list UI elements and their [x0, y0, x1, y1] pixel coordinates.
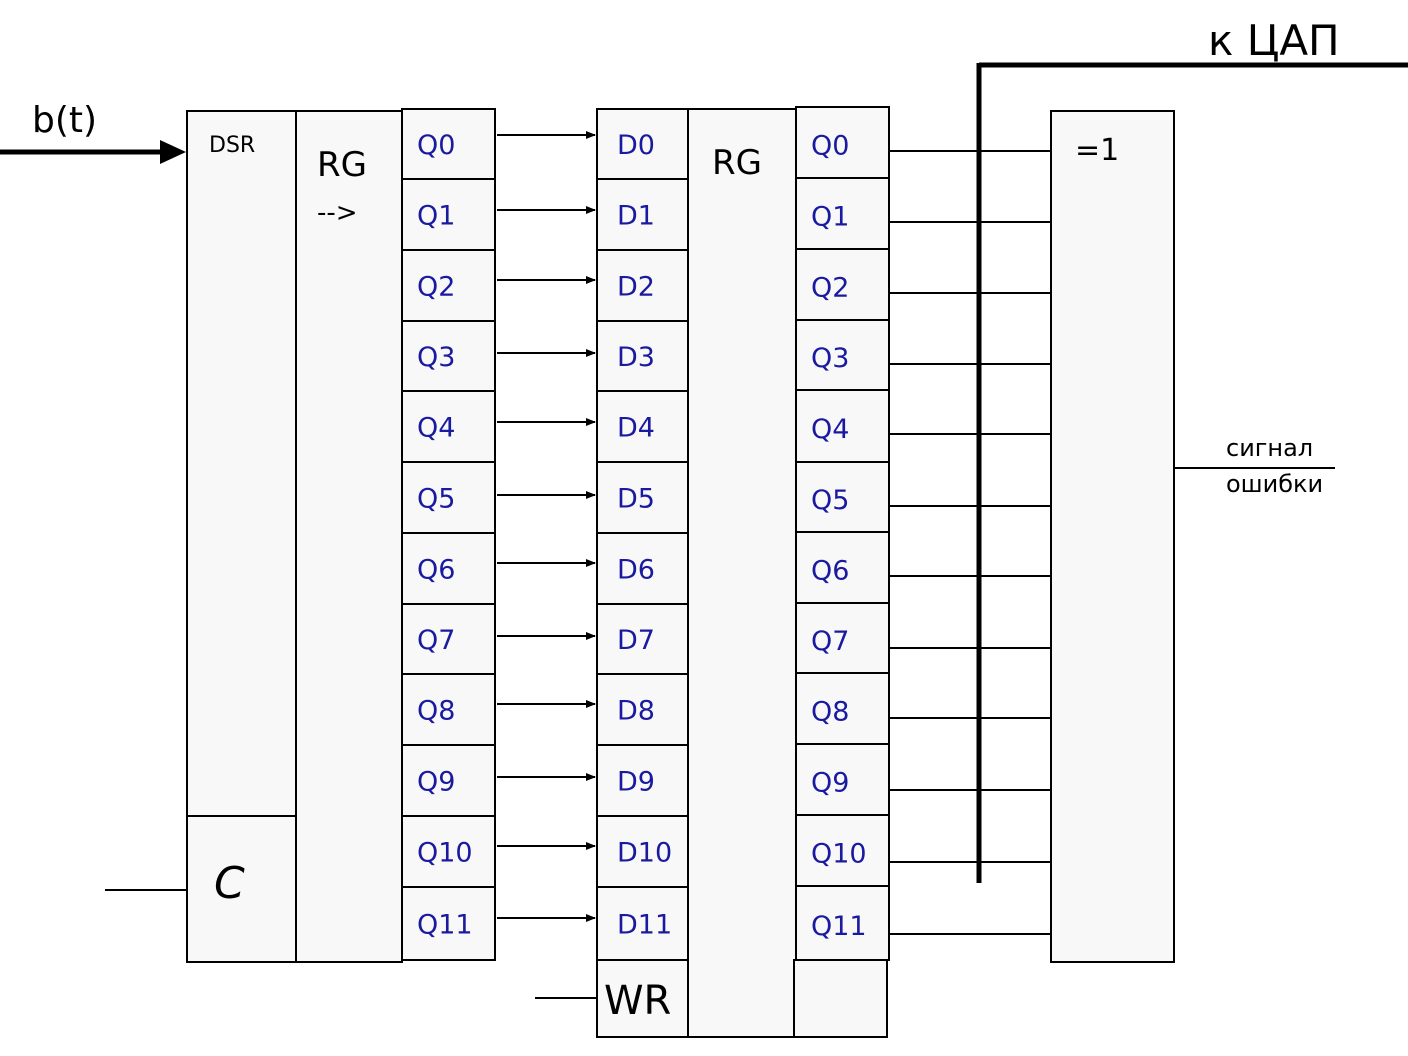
dsr-label: DSR — [209, 133, 255, 158]
sr-output-cell — [401, 532, 496, 605]
sr-output-cell — [401, 815, 496, 888]
pr-input-label: D8 — [617, 696, 655, 727]
write-section — [596, 959, 689, 1038]
sr-output-label: Q1 — [417, 201, 455, 232]
pr-input-label: D4 — [617, 413, 655, 444]
error-signal-label-line1: сигнал — [1226, 434, 1313, 462]
pr-input-label: D11 — [617, 910, 672, 941]
sr-output-label: Q6 — [417, 555, 455, 586]
pr-input-cell — [596, 178, 689, 251]
pr-output-label: Q6 — [811, 556, 849, 587]
xor-input-lines — [889, 150, 1051, 935]
pr-output-label: Q8 — [811, 697, 849, 728]
sr-output-cell — [401, 744, 496, 817]
sr-output-cell — [401, 461, 496, 534]
shift-direction-arrow: --> — [317, 198, 358, 228]
sr-output-label: Q11 — [417, 910, 473, 941]
pr-output-label: Q5 — [811, 485, 849, 516]
sr-output-cell — [401, 320, 496, 392]
pr-output-label: Q3 — [811, 343, 849, 374]
pr-output-label: Q10 — [811, 839, 867, 870]
pr-output-cell — [795, 106, 890, 179]
parallel-register-name: RG — [712, 143, 762, 183]
pr-input-label: D10 — [617, 838, 672, 869]
sr-output-label: Q0 — [417, 130, 455, 161]
pr-input-label: D7 — [617, 625, 655, 656]
pr-output-label: Q2 — [811, 273, 849, 304]
sr-output-cell — [401, 673, 496, 746]
shift-register-name: RG — [317, 145, 367, 185]
xor-gate: =1 — [1050, 110, 1175, 963]
pr-input-cell — [596, 744, 689, 817]
pr-output-cell — [795, 672, 890, 745]
pr-input-label: D6 — [617, 555, 655, 586]
pr-output-label: Q11 — [811, 911, 867, 942]
pr-input-cell — [596, 815, 689, 888]
parallel-register-empty-cell — [793, 959, 888, 1038]
sr-output-label: Q10 — [417, 838, 473, 869]
clock-label: C — [214, 858, 245, 909]
pr-output-cell — [795, 602, 890, 674]
parallel-register-body — [687, 108, 797, 1038]
xor-gate-body — [1050, 110, 1175, 963]
pr-output-cell — [795, 885, 890, 961]
pr-input-label: D9 — [617, 767, 655, 798]
sr-output-label: Q8 — [417, 696, 455, 727]
input-label: b(t) — [32, 100, 97, 141]
input-arrowhead — [160, 140, 186, 164]
sr-output-label: Q3 — [417, 342, 455, 373]
dac-bus-label: к ЦАП — [1208, 16, 1340, 65]
pr-input-cell — [596, 249, 689, 322]
pr-output-cell — [795, 389, 890, 463]
sr-output-cell — [401, 603, 496, 675]
pr-output-cell — [795, 177, 890, 250]
pr-output-cell — [795, 531, 890, 604]
q-to-d-connections — [497, 131, 596, 922]
pr-input-label: D3 — [617, 342, 655, 373]
pr-output-label: Q1 — [811, 202, 849, 233]
pr-output-cell — [795, 743, 890, 816]
pr-input-cell — [596, 886, 689, 961]
sr-output-label: Q7 — [417, 625, 455, 656]
pr-input-label: D5 — [617, 484, 655, 515]
sr-output-label: Q4 — [417, 413, 455, 444]
pr-output-label: Q0 — [811, 131, 849, 162]
sr-output-label: Q9 — [417, 767, 455, 798]
pr-input-label: D1 — [617, 201, 655, 232]
pr-output-label: Q4 — [811, 414, 849, 445]
write-label: WR — [604, 978, 671, 1024]
pr-output-label: Q9 — [811, 768, 849, 799]
sr-output-label: Q2 — [417, 272, 455, 303]
shift-register-body — [295, 110, 403, 963]
pr-output-label: Q7 — [811, 626, 849, 657]
pr-output-cell — [795, 319, 890, 391]
error-signal-label-line2: ошибки — [1226, 470, 1323, 498]
sr-output-cell — [401, 886, 496, 961]
pr-output-cell — [795, 248, 890, 321]
pr-input-cell — [596, 603, 689, 675]
sr-output-cell — [401, 390, 496, 463]
sr-output-cell — [401, 108, 496, 180]
sr-output-label: Q5 — [417, 484, 455, 515]
pr-input-label: D0 — [617, 130, 655, 161]
xor-gate-label: =1 — [1075, 133, 1119, 168]
shift-register-dsr-section — [186, 110, 297, 817]
pr-input-label: D2 — [617, 272, 655, 303]
